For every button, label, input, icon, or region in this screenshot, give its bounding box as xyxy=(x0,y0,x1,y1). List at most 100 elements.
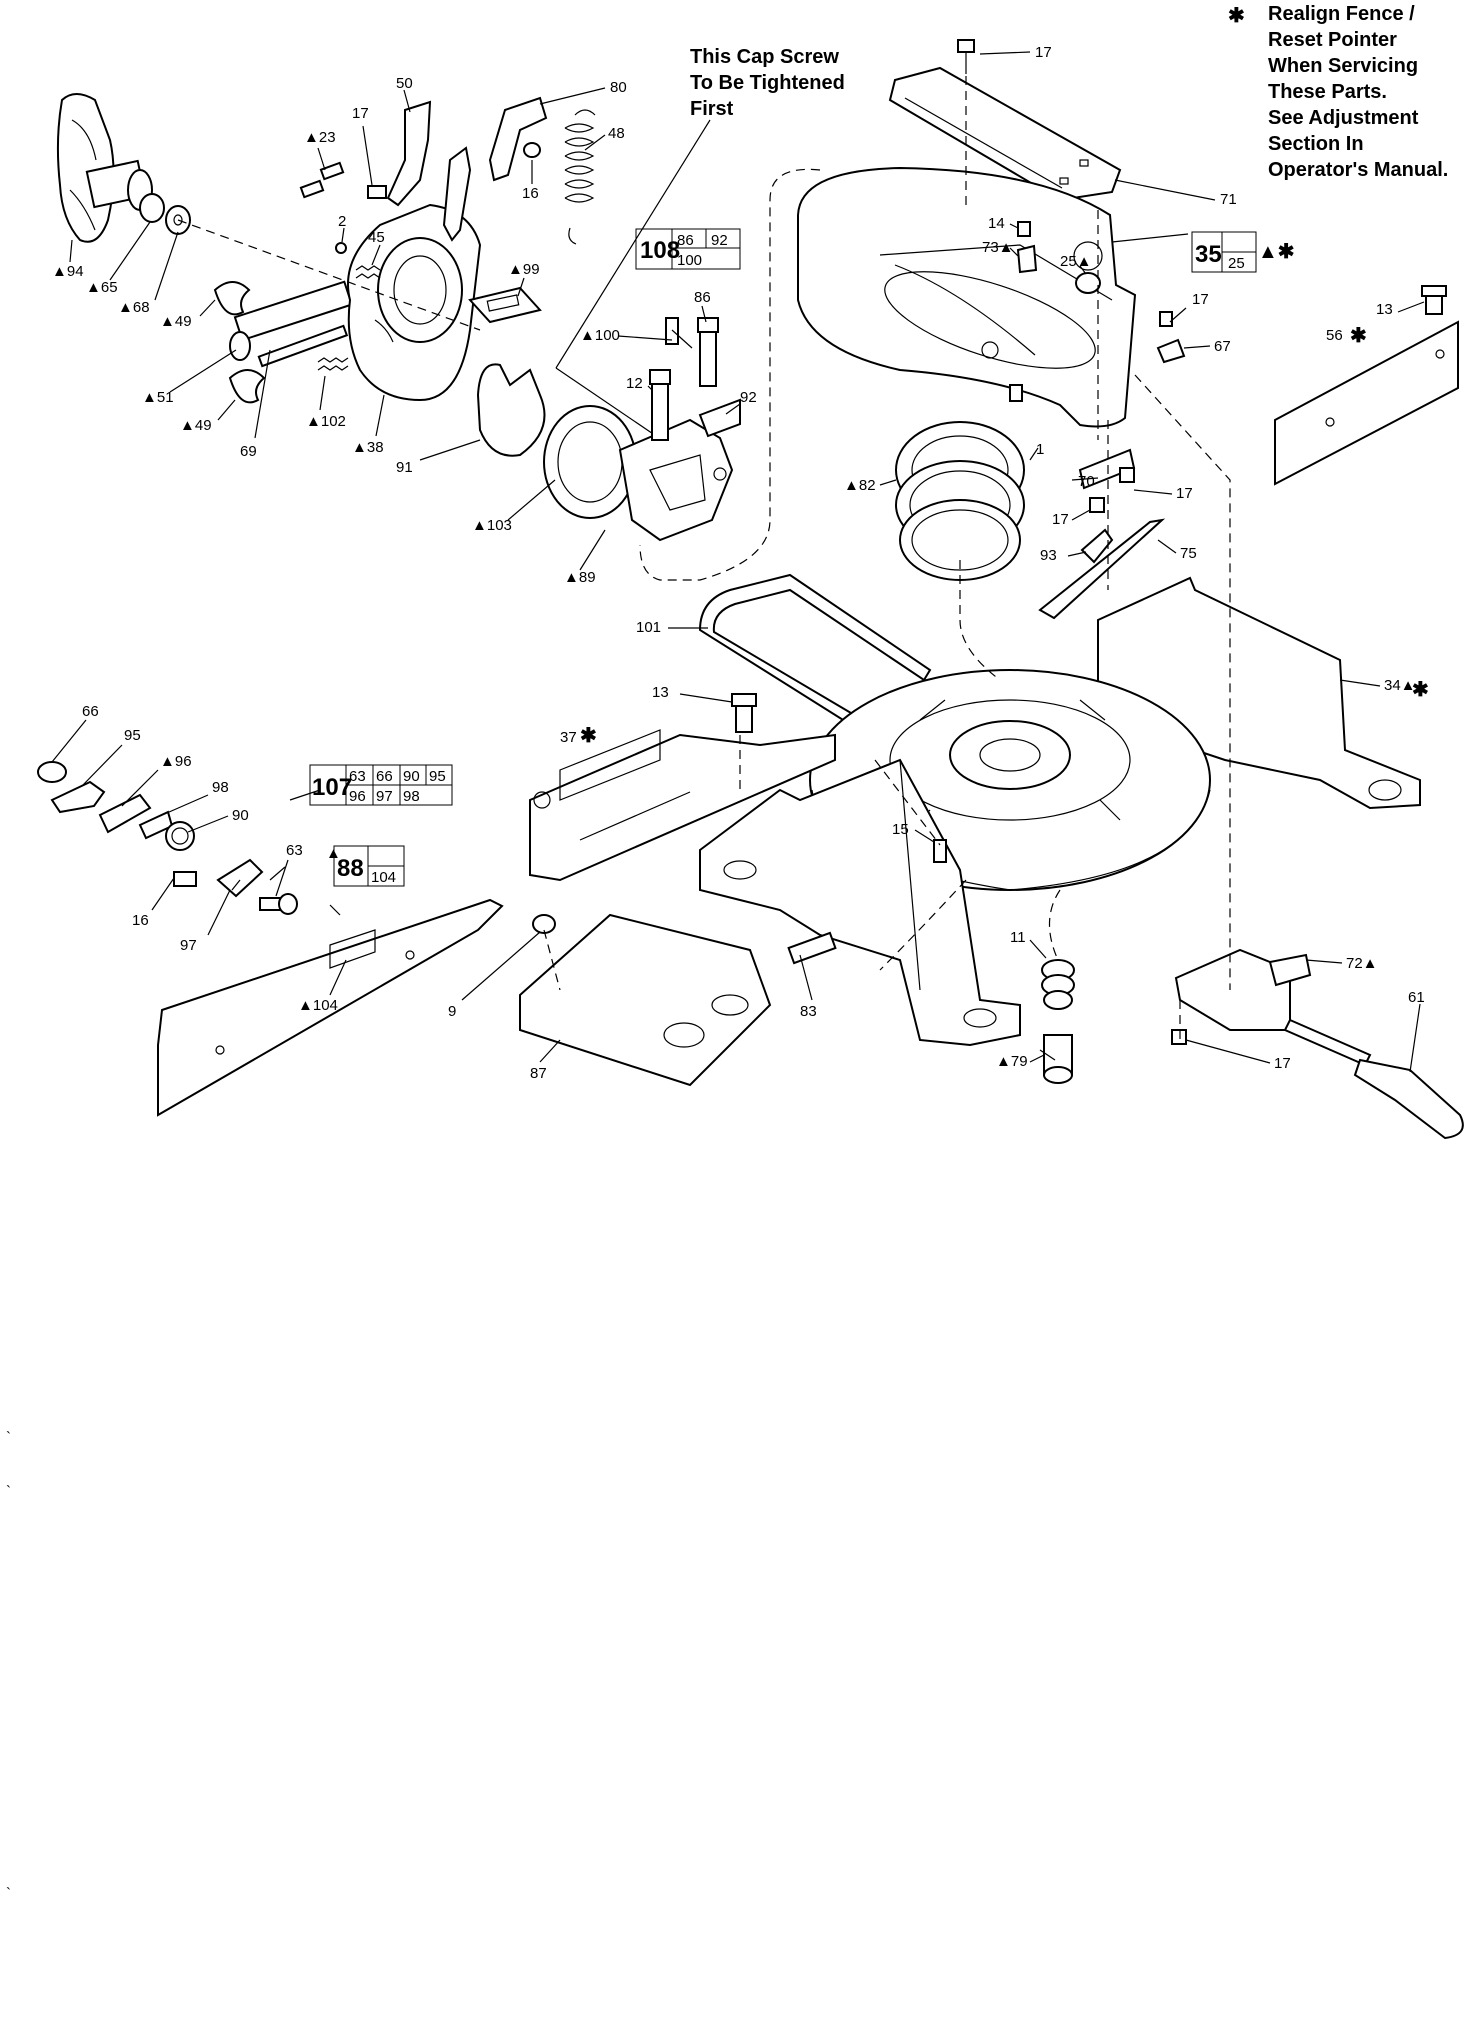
part-label: 17 xyxy=(1035,44,1052,61)
part-label: 2 xyxy=(338,213,346,230)
realign-note: ✱ Realign Fence / Reset Pointer When Ser… xyxy=(1228,3,1448,181)
realign-line-7: Operator's Manual. xyxy=(1268,159,1448,181)
cap-screw-line-1: This Cap Screw xyxy=(690,46,839,68)
realign-asterisk: ✱ xyxy=(1228,5,1245,27)
part-label: 83 xyxy=(800,1003,817,1020)
asterisk-56: ✱ xyxy=(1350,325,1367,347)
part-label: 95 xyxy=(124,727,141,744)
kit-35-marker: ▲✱ xyxy=(1258,241,1295,263)
part-label: ▲49 xyxy=(160,313,192,330)
part-label: ▲94 xyxy=(52,263,84,280)
part-label: 56 xyxy=(1326,327,1343,344)
edge-mark: ` xyxy=(6,1429,11,1446)
part-label: ▲79 xyxy=(996,1053,1028,1070)
part-label: 25▲ xyxy=(1060,253,1092,270)
part-label: 75 xyxy=(1180,545,1197,562)
edge-mark: ` xyxy=(6,1483,11,1500)
assembly-lines xyxy=(177,76,1231,1040)
part-label: 73▲ xyxy=(982,239,1014,256)
cap-screw-pointer xyxy=(555,119,711,369)
part-label: 12 xyxy=(626,375,643,392)
table-housing xyxy=(797,39,1186,428)
part-label: 11 xyxy=(1010,929,1026,946)
pointer-parts xyxy=(1038,448,1166,620)
part-label: 17 xyxy=(352,105,369,122)
part-label: ▲96 xyxy=(160,753,192,770)
kit-108-number: 108 xyxy=(640,237,680,264)
part-label: ▲103 xyxy=(472,517,512,534)
fence-insert xyxy=(1274,285,1459,486)
cap-screw-line-2: To Be Tightened xyxy=(690,72,845,94)
part-label: 9 xyxy=(448,1003,456,1020)
part-label: 17 xyxy=(1274,1055,1291,1072)
realign-line-4: These Parts. xyxy=(1268,81,1387,103)
kit-107-cell-90: 90 xyxy=(403,768,420,785)
part-label: 13 xyxy=(652,684,669,701)
cap-screw-note: This Cap Screw To Be Tightened First xyxy=(555,46,845,443)
part-label: ▲82 xyxy=(844,477,876,494)
part-label: 16 xyxy=(522,185,539,202)
part-label: 71 xyxy=(1220,191,1237,208)
part-label: ▲49 xyxy=(180,417,212,434)
part-label: ▲51 xyxy=(142,389,174,406)
part-label: 17 xyxy=(1052,511,1069,528)
kit-88-marker: ▲ xyxy=(326,845,341,862)
bearings xyxy=(895,421,1025,581)
kit-108-cell-92: 92 xyxy=(711,232,728,249)
part-label: ▲100 xyxy=(580,327,620,344)
kit-box-35: 35 25 ▲✱ xyxy=(1191,231,1295,273)
kit-107-cell-66: 66 xyxy=(376,768,393,785)
realign-line-5: See Adjustment xyxy=(1268,107,1419,129)
kit-35-sub: 25 xyxy=(1228,255,1245,272)
realign-line-6: Section In xyxy=(1268,133,1364,155)
part-label: ▲38 xyxy=(352,439,384,456)
part-label: 66 xyxy=(82,703,99,720)
asterisk-37: ✱ xyxy=(580,725,597,747)
part-label: ▲102 xyxy=(306,413,346,430)
part-label: ▲99 xyxy=(508,261,540,278)
part-label: 98 xyxy=(212,779,229,796)
kit-107-cell-98: 98 xyxy=(403,788,420,805)
kit-107-cell-96: 96 xyxy=(349,788,366,805)
kit-box-88: ▲ 88 104 xyxy=(326,845,405,887)
leader-lines xyxy=(51,51,1425,1073)
part-labels: 50 80 48 ▲23 17 16 2 45 ▲94 ▲65 ▲68 ▲49 … xyxy=(52,44,1425,1082)
realign-line-3: When Servicing xyxy=(1268,55,1418,77)
kit-107-cell-63: 63 xyxy=(349,768,366,785)
part-label: 70 xyxy=(1078,473,1095,490)
part-label: ▲23 xyxy=(304,129,336,146)
part-label: 13 xyxy=(1376,301,1393,318)
left-fence-assembly xyxy=(37,761,504,1117)
part-label: ▲89 xyxy=(564,569,596,586)
part-label: 87 xyxy=(530,1065,547,1082)
kit-88-number: 88 xyxy=(337,855,364,882)
kit-107-cell-95: 95 xyxy=(429,768,446,785)
part-label: ▲104 xyxy=(298,997,338,1014)
kit-108-cell-86: 86 xyxy=(677,232,694,249)
part-label: 69 xyxy=(240,443,257,460)
part-label: 72▲ xyxy=(1346,955,1378,972)
part-label: ▲65 xyxy=(86,279,118,296)
part-label: 17 xyxy=(1176,485,1193,502)
part-label: 1 xyxy=(1036,441,1044,458)
part-label: 93 xyxy=(1040,547,1057,564)
part-label: 80 xyxy=(610,79,627,96)
part-label: 45 xyxy=(368,229,385,246)
part-label: 63 xyxy=(286,842,303,859)
realign-line-2: Reset Pointer xyxy=(1268,29,1397,51)
arm-assembly xyxy=(56,93,734,542)
part-label: 97 xyxy=(180,937,197,954)
part-label: 90 xyxy=(232,807,249,824)
realign-line-1: Realign Fence / xyxy=(1268,3,1415,25)
part-label: 15 xyxy=(892,821,909,838)
kit-35-number: 35 xyxy=(1195,241,1222,268)
part-label: 86 xyxy=(694,289,711,306)
part-label: ▲68 xyxy=(118,299,150,316)
kit-107-number: 107 xyxy=(312,774,352,801)
part-label: 17 xyxy=(1192,291,1209,308)
part-label: 48 xyxy=(608,125,625,142)
base-assembly xyxy=(519,573,1464,1140)
part-label: 50 xyxy=(396,75,413,92)
part-label: 16 xyxy=(132,912,149,929)
